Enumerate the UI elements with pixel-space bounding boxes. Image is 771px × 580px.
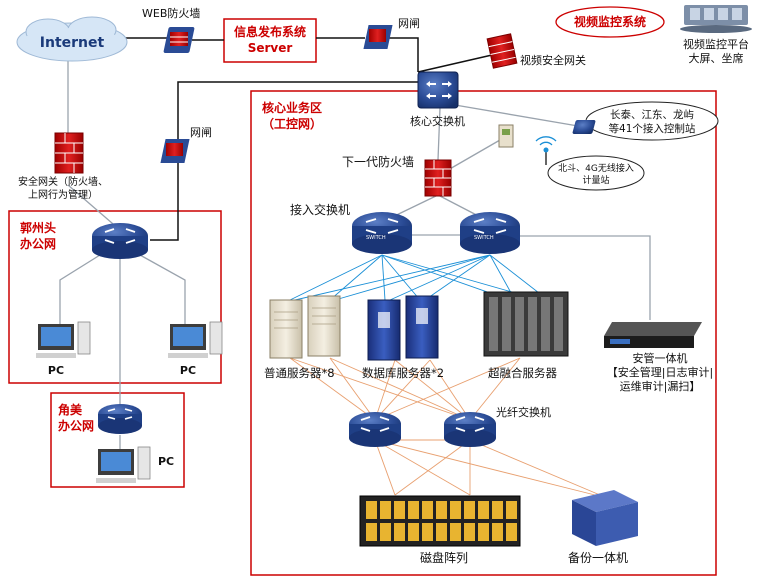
hyperconverged-server-icon	[483, 291, 569, 357]
pc-label-a-left: PC	[48, 364, 64, 377]
internet-cloud: Internet	[16, 16, 128, 62]
core-switch-icon	[417, 71, 459, 109]
video-security-gateway-firewall-icon	[486, 33, 518, 69]
office-b-switch-icon	[98, 404, 142, 434]
gatekeeper-left-icon	[160, 139, 190, 163]
security-gateway-line1: 安全网关（防火墙、	[18, 175, 108, 188]
backup-appliance-icon	[572, 490, 638, 546]
backup-label: 备份一体机	[568, 551, 628, 565]
control-station-switch-icon	[572, 120, 596, 134]
office-a-switch-icon	[92, 223, 148, 259]
switch-badge: SWITCH	[474, 235, 494, 241]
hyper-servers-label: 超融合服务器	[488, 366, 557, 380]
office-a-name: 郭州头	[20, 220, 56, 235]
video-security-gateway-label: 视频安全网关	[520, 53, 586, 67]
control-stations-line2: 等41个接入控制站	[609, 122, 696, 135]
office-b-subtitle: 办公网	[58, 418, 94, 433]
web-firewall-label: WEB防火墙	[142, 6, 200, 20]
core-switch-label: 核心交换机	[410, 114, 465, 128]
beidou-oval	[547, 155, 645, 191]
ngfw-label: 下一代防火墙	[342, 154, 414, 169]
normal-servers-label: 普通服务器*8	[264, 366, 335, 380]
web-firewall-icon	[163, 27, 195, 53]
video-monitor-label: 视频监控系统	[574, 14, 646, 29]
core-zone-box	[250, 90, 717, 576]
disk-array-icon	[359, 495, 521, 547]
office-b-name: 角美	[58, 402, 83, 417]
office-a-box	[8, 210, 222, 384]
internet-label: Internet	[40, 35, 105, 51]
disk-array-label: 磁盘阵列	[420, 550, 468, 565]
security-appliance-icon	[604, 322, 702, 348]
fiber-switch-left-icon	[349, 412, 401, 447]
info-system-box	[223, 18, 317, 63]
gatekeeper-top-icon	[363, 25, 393, 49]
pc-icon-office-a-right	[168, 321, 223, 358]
access-links	[289, 254, 549, 301]
pc-label-a-right: PC	[180, 364, 196, 377]
gatekeeper-left-label: 网闸	[190, 126, 212, 139]
switch-badge: SWITCH	[366, 235, 386, 241]
beidou-line2: 计量站	[582, 174, 609, 186]
pc-icon-office-a-left	[36, 321, 91, 358]
db-server-icon	[367, 295, 439, 361]
security-mgmt-line1: 安管一体机	[633, 351, 688, 365]
beidou-line1: 北斗、4G无线接入	[558, 162, 634, 174]
antenna-icon	[535, 136, 557, 165]
wireless-device-icon	[498, 124, 514, 148]
pc-icon-office-b	[96, 446, 151, 483]
office-a-subtitle: 办公网	[20, 236, 56, 251]
info-system-name: 信息发布系统	[234, 24, 306, 39]
access-switch-left-icon: SWITCH	[352, 212, 412, 254]
access-switch-right-icon: SWITCH	[460, 212, 520, 254]
pc-label-b: PC	[158, 455, 174, 468]
security-mgmt-line2: 【安全管理|日志审计|	[607, 365, 713, 379]
gatekeeper-top-label: 网闸	[398, 17, 420, 30]
fiber-switch-label: 光纤交换机	[496, 405, 551, 419]
office-b-box	[50, 392, 185, 488]
db-servers-label: 数据库服务器*2	[362, 366, 444, 380]
video-platform-line1: 视频监控平台	[683, 37, 749, 51]
access-switch-label: 接入交换机	[290, 202, 350, 217]
video-platform-icon	[680, 5, 752, 33]
grey-links	[59, 60, 651, 455]
normal-server-icon	[269, 295, 341, 359]
core-zone-title: 核心业务区	[262, 100, 322, 115]
core-zone-subtitle: （工控网）	[262, 116, 322, 131]
security-gateway-line2: 上网行为管理）	[28, 188, 98, 201]
security-gateway-firewall-icon	[54, 132, 84, 174]
ngfw-firewall-icon	[424, 159, 452, 197]
fiber-switch-right-icon	[444, 412, 496, 447]
control-stations-line1: 长泰、江东、龙屿	[610, 108, 694, 121]
video-platform-line2: 大屏、坐席	[689, 51, 744, 65]
security-mgmt-line3: 运维审计|漏扫】	[620, 379, 701, 393]
video-monitor-oval	[555, 6, 665, 38]
info-system-server: Server	[248, 41, 293, 55]
